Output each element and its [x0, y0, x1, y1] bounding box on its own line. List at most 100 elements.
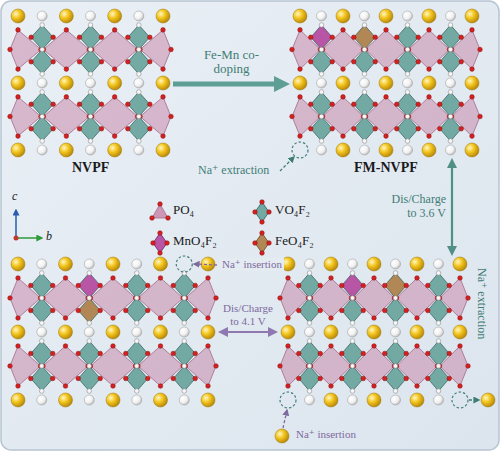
oxygen-atom — [373, 126, 378, 131]
octahedron — [342, 341, 364, 366]
fluorine-atom — [137, 139, 142, 144]
sodium-site — [305, 395, 315, 405]
sodium-atom — [59, 393, 73, 407]
legend-symbol — [253, 200, 272, 225]
oxygen-atom — [447, 351, 452, 356]
sodium-atom — [379, 143, 393, 157]
sodium-site — [134, 78, 144, 88]
octahedron — [173, 341, 195, 366]
fluorine-atom — [137, 47, 142, 52]
fluorine-atom — [319, 139, 324, 144]
oxygen-atom — [459, 59, 464, 64]
fluorine-atom — [362, 139, 367, 144]
oxygen-atom — [77, 35, 82, 40]
fluorine-atom — [39, 321, 44, 326]
sodium-site — [434, 395, 444, 405]
fluorine-atom — [350, 321, 355, 326]
fluorine-atom — [362, 23, 367, 28]
oxygen-atom — [329, 344, 334, 349]
sodium-site — [317, 145, 327, 155]
octahedron — [31, 298, 53, 323]
fluorine-atom — [350, 364, 355, 369]
oxygen-atom — [260, 200, 265, 205]
oxygen-atom — [318, 308, 323, 313]
sodium-atom — [59, 9, 73, 23]
sodium-atom — [11, 143, 25, 157]
legend-symbol — [253, 231, 272, 256]
octahedron — [299, 341, 321, 366]
oxygen-atom — [158, 276, 163, 281]
oxygen-atom — [361, 283, 366, 288]
octahedron — [440, 92, 462, 117]
oxygen-atom — [50, 308, 55, 313]
oxygen-atom — [51, 59, 56, 64]
oxygen-atom — [298, 67, 303, 72]
oxygen-atom — [158, 344, 163, 349]
sodium-atom — [324, 325, 338, 339]
connector-arrow — [173, 82, 280, 87]
oxygen-atom — [28, 376, 33, 381]
octahedron — [31, 366, 53, 391]
fluorine-atom — [393, 389, 398, 394]
oxygen-atom — [51, 126, 56, 131]
octahedron — [31, 273, 53, 298]
fluorine-atom — [319, 23, 324, 28]
process-note: Na⁺ insertion — [296, 428, 356, 441]
oxygen-atom — [341, 28, 346, 33]
oxygen-atom — [296, 308, 301, 313]
oxygen-atom — [404, 376, 409, 381]
oxygen-atom — [206, 384, 211, 389]
sodium-site — [86, 145, 96, 155]
oxygen-atom — [308, 126, 313, 131]
sodium-vacancy — [452, 392, 468, 408]
sodium-atom — [108, 143, 122, 157]
oxygen-atom — [318, 351, 323, 356]
fluorine-atom — [137, 23, 142, 28]
sodium-site — [37, 145, 47, 155]
fluorine-atom — [88, 47, 93, 52]
oxygen-atom — [28, 351, 33, 356]
sodium-atom — [422, 143, 436, 157]
oxygen-atom — [148, 59, 153, 64]
structure-label: NVPF — [72, 160, 109, 176]
oxygen-atom — [470, 134, 475, 139]
oxygen-atom — [112, 95, 117, 100]
sodium-atom — [324, 393, 338, 407]
sodium-atom — [379, 76, 393, 90]
oxygen-atom — [166, 216, 171, 221]
octahedron — [397, 25, 419, 50]
oxygen-atom — [330, 126, 335, 131]
octahedron — [128, 25, 150, 50]
oxygen-atom — [478, 114, 483, 119]
oxygen-atom — [16, 344, 21, 349]
sodium-atom — [59, 257, 73, 271]
oxygen-atom — [158, 251, 163, 256]
oxygen-atom — [296, 351, 301, 356]
sodium-atom — [422, 76, 436, 90]
sodium-site — [132, 259, 142, 269]
fluorine-atom — [448, 139, 453, 144]
oxygen-atom — [111, 276, 116, 281]
fluorine-atom — [307, 296, 312, 301]
oxygen-atom — [253, 241, 258, 246]
sodium-vacancy — [280, 392, 296, 408]
oxygen-atom — [193, 351, 198, 356]
oxygen-atom — [361, 308, 366, 313]
octahedron — [80, 50, 102, 75]
oxygen-atom — [150, 216, 155, 221]
fluorine-atom — [405, 23, 410, 28]
sodium-atom — [281, 325, 295, 339]
oxygen-atom — [267, 241, 272, 246]
oxygen-atom — [296, 376, 301, 381]
oxygen-atom — [425, 351, 430, 356]
edge-label: Fe-Mn co-doping — [192, 48, 272, 78]
oxygen-atom — [64, 95, 69, 100]
fluorine-atom — [393, 271, 398, 276]
oxygen-atom — [214, 296, 219, 301]
oxygen-atom — [394, 59, 399, 64]
sodium-atom — [336, 143, 350, 157]
oxygen-atom — [437, 59, 442, 64]
sodium-atom — [293, 9, 307, 23]
fluorine-atom — [87, 296, 92, 301]
